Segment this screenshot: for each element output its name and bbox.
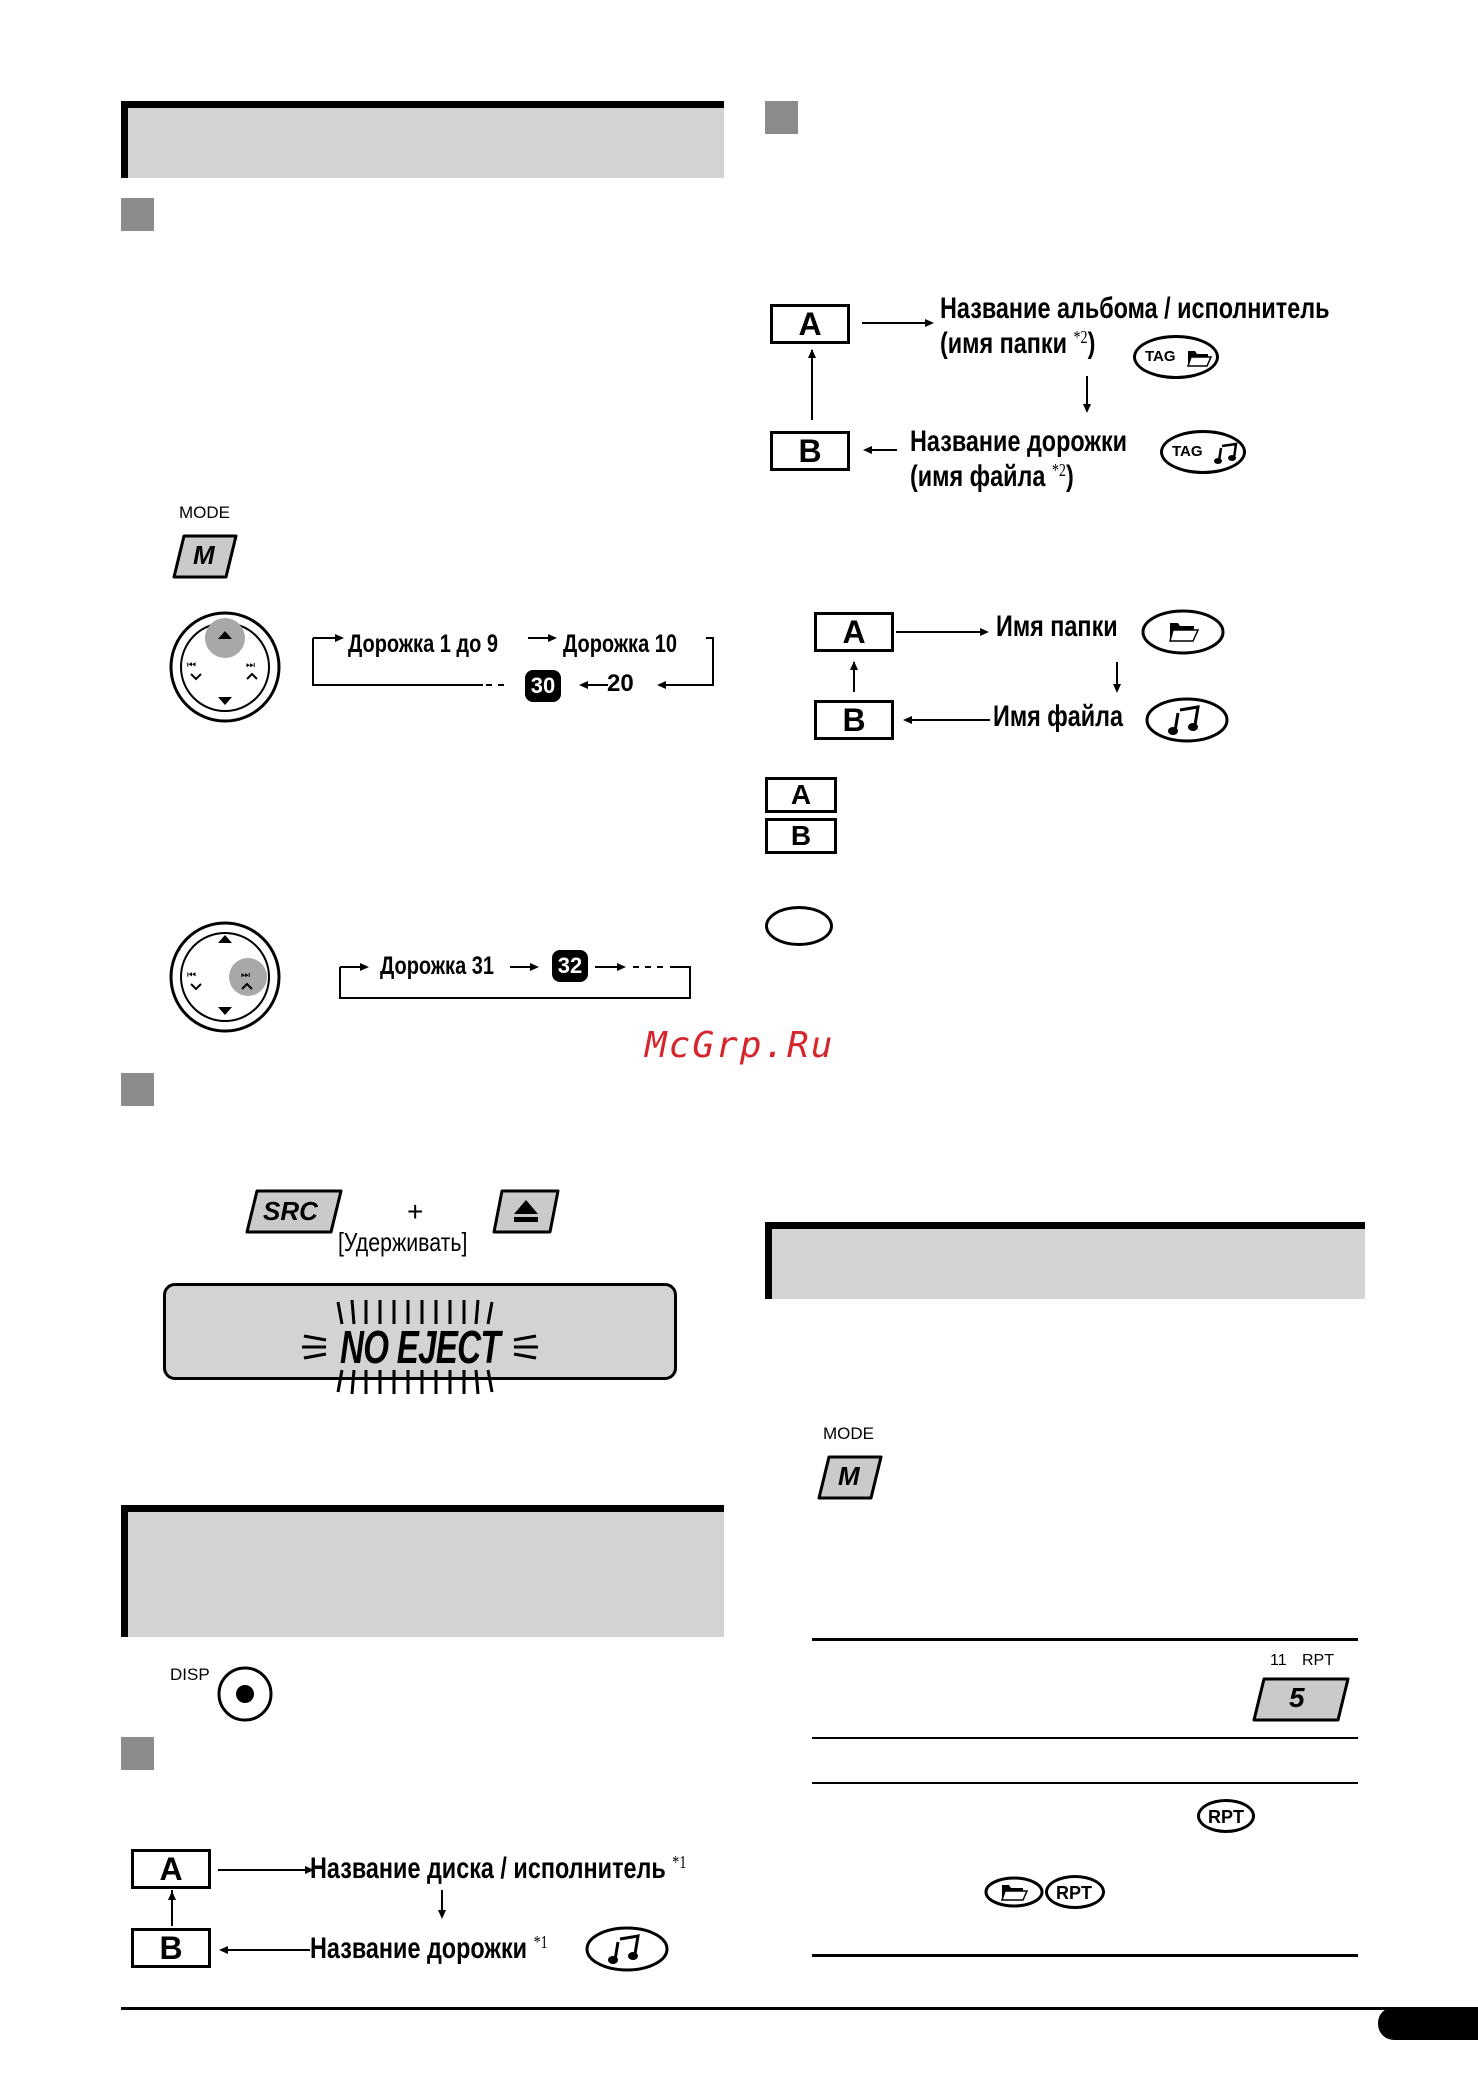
page-number-tab — [1378, 2007, 1478, 2040]
display-text: NO EJECT — [340, 1321, 501, 1373]
svg-text:⏭: ⏭ — [246, 660, 255, 671]
track-32-badge: 32 — [552, 950, 588, 982]
indicator-oval-icon — [765, 906, 833, 946]
mode-label: MODE — [179, 503, 230, 522]
number-5-label: 5 — [1289, 1682, 1305, 1713]
cd-title-text: Название диска / исполнитель — [310, 1852, 666, 1885]
section-marker-square — [121, 1737, 154, 1770]
legend-b-box: B — [765, 818, 837, 854]
control-pad-next[interactable]: ⏮ ⏭ — [168, 920, 282, 1034]
svg-text:⏭: ⏭ — [241, 970, 250, 981]
rpt-text: RPT — [1208, 1807, 1244, 1827]
table-rule — [812, 1782, 1358, 1784]
mode-button-label: M — [838, 1461, 860, 1491]
svg-text:⏮: ⏮ — [187, 660, 196, 671]
folder-indicator-icon — [984, 1876, 1044, 1908]
key-number: 11 — [1270, 1652, 1287, 1669]
mode-button[interactable] — [815, 1454, 885, 1502]
folder-icon — [1141, 609, 1225, 655]
svg-text:⏮: ⏮ — [187, 970, 196, 981]
section-header-bar-3 — [765, 1222, 1365, 1299]
section-marker-square — [765, 101, 798, 134]
track-title-label: Название дорожки *1 — [310, 1932, 548, 1966]
flash-burst — [302, 1299, 538, 1395]
file-name-label: (имя файла *2) — [910, 460, 1074, 494]
rpt-indicator-icon: RPT — [1197, 1799, 1255, 1833]
mode-a-box: A — [814, 612, 894, 652]
table-rule — [812, 1737, 1358, 1739]
number-5-button[interactable] — [1252, 1676, 1352, 1724]
track-31: Дорожка 31 — [380, 952, 494, 980]
disp-label: DISP — [170, 1665, 210, 1684]
section-marker-square — [121, 198, 154, 231]
folder-name-text: (имя папки — [940, 327, 1074, 360]
legend-a-box: A — [765, 777, 837, 813]
folder-name-label: (имя папки *2) — [940, 327, 1095, 361]
footnote-1: *1 — [533, 1932, 548, 1952]
hold-label: [Удерживать] — [338, 1227, 468, 1257]
footnote-1: *1 — [672, 1852, 687, 1872]
src-button[interactable] — [245, 1188, 345, 1236]
tag-note-icon: TAG — [1160, 430, 1246, 474]
folder-flow-arrows — [850, 628, 1121, 724]
mode-button[interactable] — [170, 533, 240, 581]
track-title-text: Название дорожки — [310, 1932, 528, 1965]
mode-b-box: B — [131, 1928, 211, 1968]
cd-title-label: Название диска / исполнитель *1 — [310, 1852, 686, 1886]
paren-close: ) — [1065, 460, 1074, 493]
mode-label: MODE — [823, 1424, 874, 1443]
section-marker-square — [121, 1073, 154, 1106]
track-10: Дорожка 10 — [563, 630, 677, 658]
track-20: 20 — [607, 670, 634, 697]
skip-sequence-1-arrows — [312, 634, 714, 689]
eject-button[interactable] — [492, 1188, 562, 1236]
paren-close: ) — [1087, 327, 1096, 360]
tag-flow-arrows — [808, 319, 1091, 454]
tag-text: TAG — [1172, 443, 1203, 460]
lcd-display — [163, 1283, 677, 1380]
mode-button-label: M — [193, 540, 215, 570]
tag-folder-icon: TAG — [1133, 335, 1219, 379]
section-header-bar-2 — [121, 1505, 724, 1637]
rpt-text: RPT — [1056, 1883, 1092, 1903]
track-title-label-right: Название дорожки — [910, 425, 1128, 458]
music-note-icon — [1145, 697, 1229, 743]
file-name-text-2: Имя файла — [993, 700, 1124, 733]
mode-a-box: A — [770, 304, 850, 344]
control-pad-up[interactable]: ⏮ ⏭ — [168, 610, 282, 724]
tag-text: TAG — [1145, 348, 1176, 365]
src-button-label: SRC — [263, 1196, 318, 1226]
plus-sign: + — [407, 1196, 424, 1227]
mode-b-box: B — [770, 431, 850, 471]
watermark: McGrp.Ru — [645, 1025, 835, 1066]
key-rpt-label: RPT — [1302, 1652, 1334, 1669]
table-rule — [812, 1638, 1358, 1641]
track-30-badge: 30 — [525, 670, 561, 702]
skip-sequence-2-arrows — [339, 963, 691, 999]
album-title-label: Название альбома / исполнитель — [940, 292, 1330, 325]
cd-flow-arrows — [168, 1866, 446, 1954]
mode-a-box: A — [131, 1849, 211, 1889]
section-header-bar-1 — [121, 101, 724, 178]
disp-button[interactable] — [215, 1664, 275, 1724]
footnote-2: *2 — [1051, 460, 1066, 480]
music-note-icon — [585, 1926, 669, 1972]
track-1-to-9: Дорожка 1 до 9 — [348, 630, 499, 658]
mode-b-box: B — [814, 700, 894, 740]
rpt-indicator-icon: RPT — [1045, 1875, 1105, 1909]
table-rule — [812, 1954, 1358, 1957]
file-name-text: (имя файла — [910, 460, 1052, 493]
folder-name-text-2: Имя папки — [996, 610, 1118, 643]
footnote-2: *2 — [1073, 327, 1088, 347]
footer-rule — [121, 2007, 1478, 2010]
